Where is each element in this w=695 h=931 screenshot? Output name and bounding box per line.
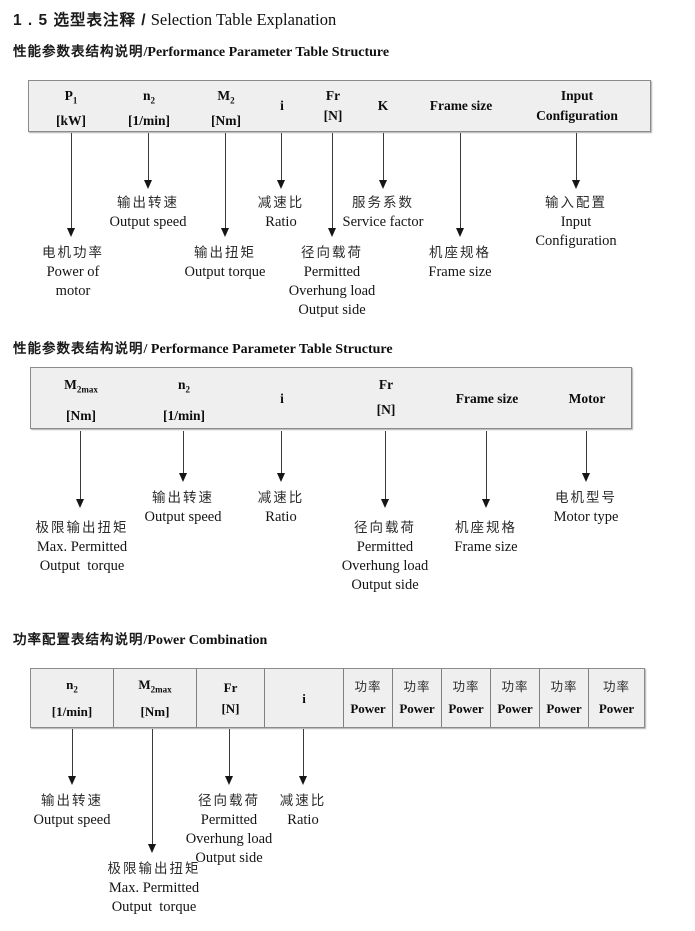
arrow-connector: [456, 133, 464, 237]
callout-ratio: 减速比 Ratio: [257, 490, 305, 525]
column-header-k: K: [377, 98, 389, 113]
callout-max-output-torque: 极限输出扭矩 Max. Permitted Output torque: [107, 861, 201, 915]
performance-table-1-header: P1 [kW] n2 [1/min] M2 [Nm] i Fr [N] K Fr…: [28, 80, 651, 132]
section1-heading: 性能参数表结构说明/Performance Parameter Table St…: [13, 40, 389, 61]
column-header-p1: P1 [kW]: [56, 88, 86, 128]
arrow-connector: [582, 431, 590, 482]
arrow-connector: [67, 133, 75, 237]
callout-power-of-motor: 电机功率 Power of motor: [42, 245, 104, 299]
performance-table-2-header: M2max [Nm] n2 [1/min] i Fr [N] Frame siz…: [30, 367, 632, 429]
callout-ratio: 减速比 Ratio: [279, 793, 327, 828]
column-header-n2: n2 [1/min]: [128, 88, 170, 128]
callout-output-speed: 输出转速 Output speed: [109, 195, 187, 230]
column-header-frame-size: Frame size: [429, 98, 493, 113]
section2-heading: 性能参数表结构说明/ Performance Parameter Table S…: [13, 337, 393, 358]
callout-max-output-torque: 极限输出扭矩 Max. Permitted Output torque: [35, 520, 129, 574]
column-header-fr: Fr [N]: [323, 88, 343, 123]
column-header-input-configuration: Input Configuration: [536, 88, 618, 123]
section1-heading-zh: 性能参数表结构说明: [13, 44, 144, 59]
column-header-i: i: [265, 669, 344, 727]
power-combination-table-header: n2 [1/min] M2max [Nm] Fr [N] i 功率 Power …: [30, 668, 645, 728]
column-header-i: i: [280, 98, 284, 113]
page-title: 1 . 5 选型表注释 / Selection Table Explanatio…: [13, 8, 336, 30]
callout-frame-size: 机座规格 Frame size: [454, 520, 518, 555]
arrow-connector: [572, 133, 580, 189]
arrow-connector: [379, 133, 387, 189]
page-title-en: Selection Table Explanation: [146, 10, 337, 29]
column-header-m2max: M2max [Nm]: [64, 377, 98, 423]
column-header-m2: M2 [Nm]: [211, 88, 241, 128]
section3-heading-en: /Power Combination: [143, 633, 268, 648]
column-header-n2: n2 [1/min]: [163, 377, 205, 423]
page-title-zh: 1 . 5 选型表注释 /: [13, 12, 147, 29]
arrow-connector: [148, 729, 156, 853]
callout-output-speed: 输出转速 Output speed: [144, 490, 222, 525]
column-header-fr: Fr [N]: [376, 377, 396, 417]
column-header-n2: n2 [1/min]: [31, 669, 114, 727]
arrow-connector: [221, 133, 229, 237]
callout-overhung-load: 径向载荷 Permitted Overhung load Output side: [341, 520, 429, 593]
callout-output-torque: 输出扭矩 Output torque: [184, 245, 266, 280]
callout-motor-type: 电机型号 Motor type: [553, 490, 619, 525]
arrow-connector: [68, 729, 76, 785]
callout-ratio: 减速比 Ratio: [257, 195, 305, 230]
section2-heading-zh: 性能参数表结构说明: [13, 341, 144, 356]
callout-overhung-load: 径向载荷 Permitted Overhung load Output side: [288, 245, 376, 318]
column-header-motor: Motor: [568, 390, 606, 406]
callout-overhung-load: 径向载荷 Permitted Overhung load Output side: [185, 793, 273, 866]
section3-heading: 功率配置表结构说明/Power Combination: [13, 628, 267, 649]
callout-input-configuration: 输入配置 Input Configuration: [535, 195, 617, 249]
arrow-connector: [277, 431, 285, 482]
section2-heading-en: / Performance Parameter Table Structure: [143, 342, 393, 357]
section1-heading-en: /Performance Parameter Table Structure: [143, 45, 390, 60]
arrow-connector: [328, 133, 336, 237]
arrow-connector: [179, 431, 187, 482]
arrow-connector: [76, 431, 84, 508]
arrow-connector: [277, 133, 285, 189]
column-header-frame-size: Frame size: [455, 390, 519, 406]
arrow-connector: [225, 729, 233, 785]
column-header-m2max: M2max [Nm]: [114, 669, 197, 727]
column-header-power: 功率 Power: [344, 669, 393, 727]
arrow-connector: [144, 133, 152, 189]
column-header-i: i: [280, 390, 284, 406]
column-header-power: 功率 Power: [442, 669, 491, 727]
arrow-connector: [482, 431, 490, 508]
column-header-power: 功率 Power: [598, 680, 635, 716]
column-header-fr: Fr [N]: [197, 669, 265, 727]
column-header-power: 功率 Power: [393, 669, 442, 727]
callout-frame-size: 机座规格 Frame size: [428, 245, 492, 280]
callout-service-factor: 服务系数 Service factor: [342, 195, 424, 230]
section3-heading-zh: 功率配置表结构说明: [13, 632, 144, 647]
arrow-connector: [299, 729, 307, 785]
callout-output-speed: 输出转速 Output speed: [33, 793, 111, 828]
arrow-connector: [381, 431, 389, 508]
column-header-power: 功率 Power: [540, 669, 589, 727]
column-header-power: 功率 Power: [491, 669, 540, 727]
